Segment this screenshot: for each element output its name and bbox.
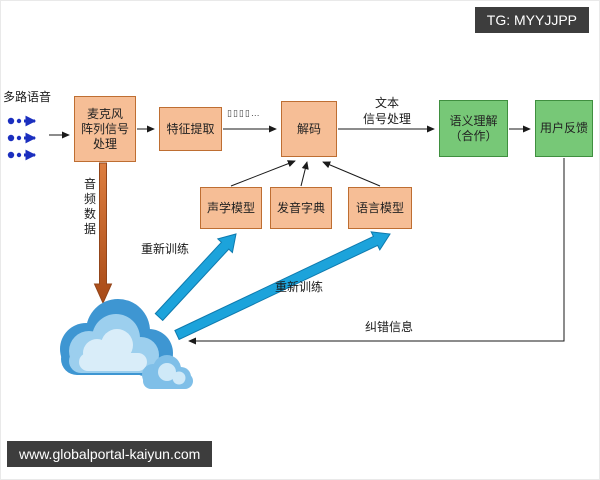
arrow-audio-data	[93, 162, 113, 305]
cloud-icon	[60, 299, 193, 389]
node-user-feedback: 用户反馈	[535, 100, 593, 157]
label-feature-frames: ▯▯▯▯…	[227, 108, 261, 118]
label-retrain-language: 重新训练	[275, 280, 324, 294]
label-text-signal-processing: 文本 信号处理	[362, 96, 411, 126]
node-pronunciation-dict: 发音字典	[270, 187, 332, 229]
arrow-feedback-to-cloud	[188, 158, 565, 345]
watermark-bottom-badge: www.globalportal-kaiyun.com	[7, 441, 213, 467]
node-feature-extract: 特征提取	[159, 107, 222, 151]
arrow-dict-to-decoder	[300, 161, 309, 187]
mic-input-icon	[7, 115, 37, 161]
label-error-correction: 纠错信息	[365, 320, 414, 334]
node-mic-array: 麦克风 阵列信号 处理	[74, 96, 136, 162]
node-language-model: 语言模型	[348, 187, 412, 229]
arrow-retrain-language	[174, 231, 391, 341]
arrow-acoustic-to-decoder	[230, 160, 296, 187]
watermark-top-badge: TG: MYYJJPP	[474, 7, 589, 33]
arrow-language-to-decoder	[322, 161, 381, 187]
node-decoder: 解码	[281, 101, 337, 157]
label-retrain-acoustic: 重新训练	[141, 242, 190, 256]
node-acoustic-model: 声学模型	[200, 187, 262, 229]
node-semantic-understanding: 语义理解 （合作）	[439, 100, 508, 157]
label-multi-channel-voice: 多路语音	[3, 90, 52, 104]
label-audio-data: 音频数据	[84, 177, 97, 236]
arrow-retrain-acoustic	[154, 233, 237, 322]
